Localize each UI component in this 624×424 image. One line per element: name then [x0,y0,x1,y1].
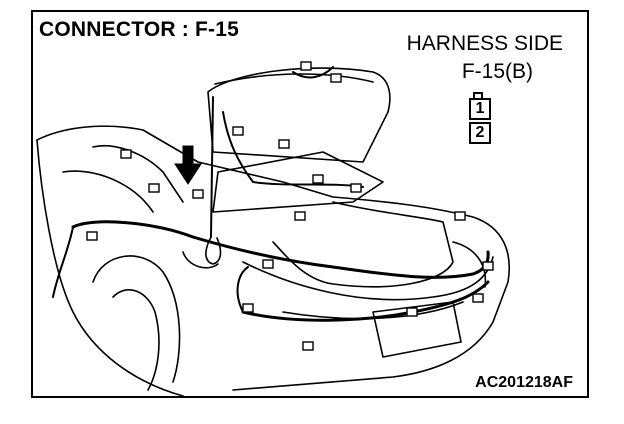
harness-side-label: HARNESS SIDE [406,32,563,55]
connector-id-label: F-15(B) [461,60,533,83]
pointer-arrow-icon [174,145,202,185]
pin-2: 2 [469,122,491,144]
figure-code: AC201218AF [475,374,573,391]
connector-latch-icon [473,92,483,98]
diagram-frame: CONNECTOR : F-15 HARNESS SIDE F-15(B) 1 … [31,10,589,398]
connector-pin-diagram: 1 2 [469,92,491,146]
pin-1: 1 [469,98,491,120]
car-rear-illustration [36,61,510,397]
page-title: CONNECTOR : F-15 [39,18,239,41]
